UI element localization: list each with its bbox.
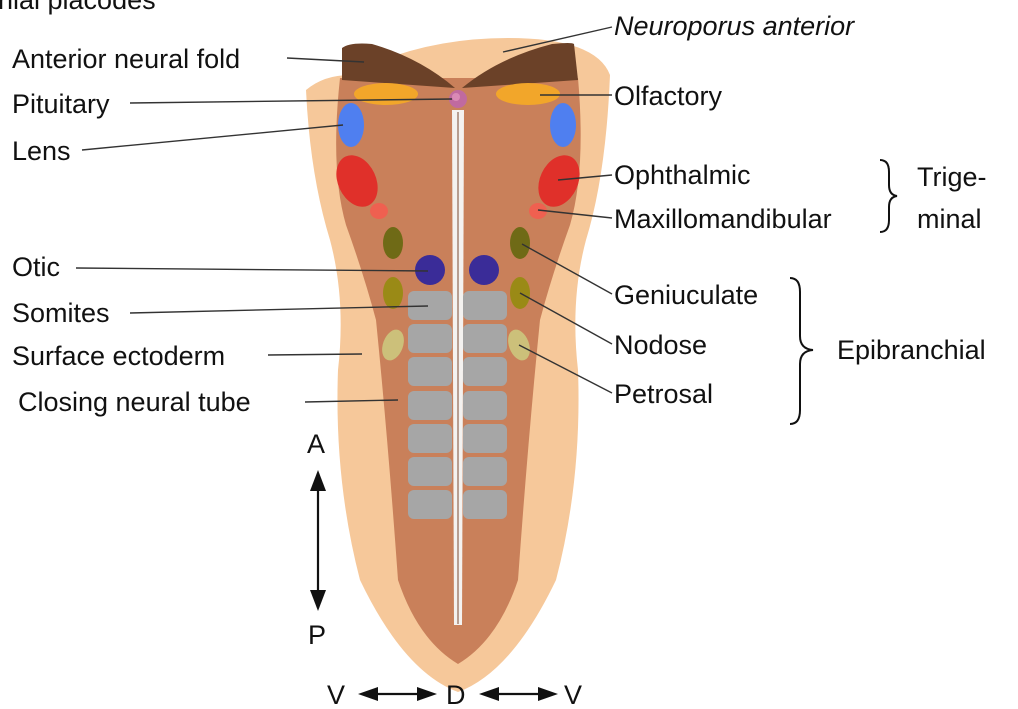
label-ophthalmic: Ophthalmic bbox=[614, 160, 751, 190]
lens-placode-right bbox=[550, 103, 576, 147]
dv-left-arrow-head-left bbox=[358, 687, 378, 701]
somite bbox=[463, 490, 507, 519]
somite bbox=[408, 291, 452, 320]
somite bbox=[463, 457, 507, 486]
label-geniuculate: Geniuculate bbox=[614, 280, 758, 310]
otic-placode-left bbox=[415, 255, 445, 285]
axis-label-anterior: A bbox=[307, 429, 325, 459]
leader-surface-ectoderm bbox=[268, 354, 362, 355]
label-surface-ectoderm: Surface ectoderm bbox=[12, 341, 225, 371]
geniculate-placode-right bbox=[510, 227, 530, 259]
label-nodose: Nodose bbox=[614, 330, 707, 360]
label-epibranchial: Epibranchial bbox=[837, 335, 986, 365]
axis-label-ventral-right: V bbox=[564, 680, 582, 709]
dv-left-arrow-head-right bbox=[417, 687, 437, 701]
anterior-posterior-axis bbox=[310, 470, 326, 611]
label-closing-neural-tube: Closing neural tube bbox=[18, 387, 251, 417]
dv-right-arrow-head-left bbox=[479, 687, 499, 701]
epibranchial-brace bbox=[790, 278, 813, 424]
somite bbox=[463, 357, 507, 386]
olfactory-placode-right bbox=[496, 83, 560, 105]
title-fragment: nial placodes bbox=[0, 0, 156, 15]
somite bbox=[408, 490, 452, 519]
label-otic: Otic bbox=[12, 252, 60, 282]
axis-label-dorsal: D bbox=[446, 680, 466, 709]
axis-label-ventral-left: V bbox=[327, 680, 345, 709]
pituitary-placode-highlight bbox=[452, 93, 460, 101]
dv-right-arrow-head-right bbox=[538, 687, 558, 701]
axis-label-posterior: P bbox=[308, 620, 326, 650]
olfactory-placode-left bbox=[354, 83, 418, 105]
somite bbox=[408, 357, 452, 386]
label-trigeminal-line2: minal bbox=[917, 204, 982, 234]
somite bbox=[408, 424, 452, 453]
ap-arrow-head-up bbox=[310, 470, 326, 491]
ap-arrow-head-down bbox=[310, 590, 326, 611]
maxillomandibular-placode-left bbox=[370, 203, 388, 219]
label-trigeminal-line1: Trige- bbox=[917, 162, 987, 192]
otic-placode-right bbox=[469, 255, 499, 285]
somites-right-column bbox=[463, 291, 507, 519]
label-pituitary: Pituitary bbox=[12, 89, 110, 119]
nodose-placode-left bbox=[383, 277, 403, 309]
somite bbox=[408, 457, 452, 486]
leader-lens bbox=[82, 125, 343, 150]
label-lens: Lens bbox=[12, 136, 71, 166]
somite bbox=[463, 391, 507, 420]
somite bbox=[408, 324, 452, 353]
somite bbox=[463, 324, 507, 353]
label-olfactory: Olfactory bbox=[614, 81, 723, 111]
dorsal-ventral-axis-left bbox=[358, 687, 437, 701]
somite bbox=[463, 291, 507, 320]
dorsal-ventral-axis-right bbox=[479, 687, 558, 701]
label-maxillomandibular: Maxillomandibular bbox=[614, 204, 832, 234]
label-somites: Somites bbox=[12, 298, 110, 328]
label-petrosal: Petrosal bbox=[614, 379, 713, 409]
label-anterior-neural-fold: Anterior neural fold bbox=[12, 44, 240, 74]
trigeminal-brace bbox=[880, 160, 897, 232]
somites-left-column bbox=[408, 291, 452, 519]
label-neuroporus-anterior: Neuroporus anterior bbox=[614, 11, 855, 41]
somite bbox=[408, 391, 452, 420]
somite bbox=[463, 424, 507, 453]
geniculate-placode-left bbox=[383, 227, 403, 259]
